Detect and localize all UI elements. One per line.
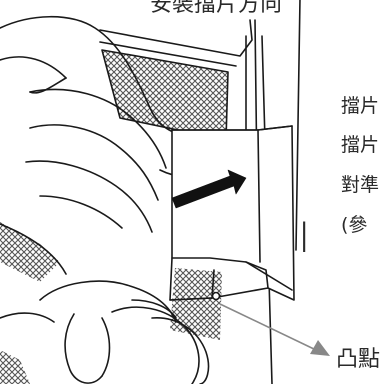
top-cut-text: 安裝擋片方向 — [150, 0, 283, 17]
side-text-line-3: 對準 — [341, 174, 380, 196]
callout-label: 凸點 — [336, 347, 381, 372]
mesh-grille — [0, 41, 237, 384]
guard-bracket — [169, 125, 295, 301]
insert-direction-arrow — [171, 169, 247, 209]
side-text-line-2: 擋片 — [341, 134, 380, 156]
roman-numeral-label: I — [298, 213, 311, 262]
side-text-line-4: (參 — [341, 214, 368, 236]
callout-arrow — [219, 303, 330, 356]
side-text-line-1: 擋片 — [341, 95, 380, 117]
lower-hand — [0, 280, 210, 384]
